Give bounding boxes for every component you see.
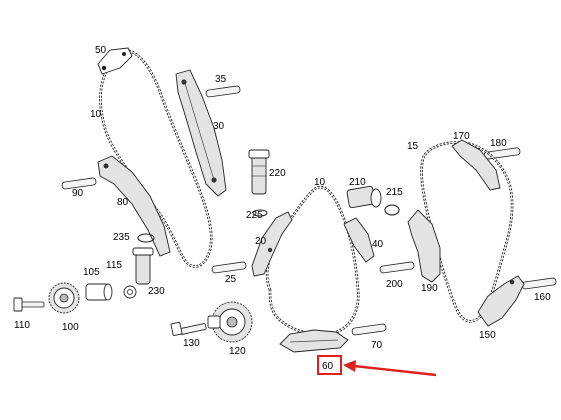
callout-labels: 50 35 10 30 220 90 80 225 235 20 115 105… <box>14 45 551 357</box>
highlight-arrow-head <box>343 360 356 372</box>
part-50-chain-guide-top <box>97 47 133 75</box>
part-210-tensioner-body <box>346 185 382 209</box>
label-170: 170 <box>453 131 470 142</box>
label-40: 40 <box>372 239 384 250</box>
label-80: 80 <box>117 197 129 208</box>
label-190: 190 <box>421 283 438 294</box>
label-15: 15 <box>407 141 419 152</box>
pin-90 <box>61 177 97 190</box>
label-60: 60 <box>322 361 334 372</box>
part-30-guide-rail <box>175 69 227 197</box>
highlight-callout-60[interactable]: 60 <box>317 355 437 377</box>
label-70: 70 <box>371 340 383 351</box>
part-120-camshaft-sprocket <box>207 301 253 343</box>
timing-chain-left <box>99 48 213 268</box>
part-60-chain-rail <box>279 329 349 353</box>
timing-chain-middle <box>265 185 360 336</box>
label-35: 35 <box>215 74 227 85</box>
part-150-tensioner-rail <box>477 275 525 327</box>
pin-200 <box>379 261 415 274</box>
pin-70 <box>351 323 387 336</box>
part-80-tensioner-rail <box>97 155 171 257</box>
label-220: 220 <box>269 168 286 179</box>
label-100: 100 <box>62 322 79 333</box>
label-50: 50 <box>95 45 107 56</box>
part-105-spacer <box>85 283 113 301</box>
part-40-guide-block <box>343 217 375 263</box>
part-220-chain-tensioner <box>248 149 270 195</box>
label-130: 130 <box>183 338 200 349</box>
label-20: 20 <box>255 236 267 247</box>
label-105: 105 <box>83 267 100 278</box>
highlight-box <box>317 355 342 375</box>
pin-25 <box>211 261 247 274</box>
label-180: 180 <box>490 138 507 149</box>
label-110: 110 <box>14 320 30 331</box>
label-10-middle: 10 <box>314 177 326 188</box>
label-120: 120 <box>229 346 246 357</box>
pin-35 <box>205 85 241 98</box>
highlight-arrow-line <box>353 364 437 377</box>
part-225-seal-ring <box>252 209 268 217</box>
part-230-washer <box>123 285 137 299</box>
part-115-tensioner-piston <box>132 247 154 285</box>
part-190-chain-guide <box>407 209 441 283</box>
label-200: 200 <box>386 279 403 290</box>
label-150: 150 <box>479 330 496 341</box>
part-235-seal-ring <box>137 233 155 243</box>
part-100-crank-sprocket <box>48 282 80 314</box>
part-215-seal-ring <box>384 204 400 216</box>
label-235: 235 <box>113 232 130 243</box>
label-225: 225 <box>246 210 263 221</box>
label-210: 210 <box>349 177 366 188</box>
label-160: 160 <box>534 292 551 303</box>
label-115: 115 <box>106 260 122 271</box>
label-90: 90 <box>72 188 84 199</box>
label-25: 25 <box>225 274 237 285</box>
label-230: 230 <box>148 286 165 297</box>
part-110-bolt <box>13 297 45 312</box>
part-130-bolt <box>170 321 207 336</box>
label-10-left: 10 <box>90 109 102 120</box>
label-215: 215 <box>386 187 403 198</box>
label-30: 30 <box>213 121 225 132</box>
pin-160 <box>521 277 557 290</box>
part-170-chain-guide <box>451 139 501 191</box>
part-20-chain-guide <box>251 211 293 277</box>
